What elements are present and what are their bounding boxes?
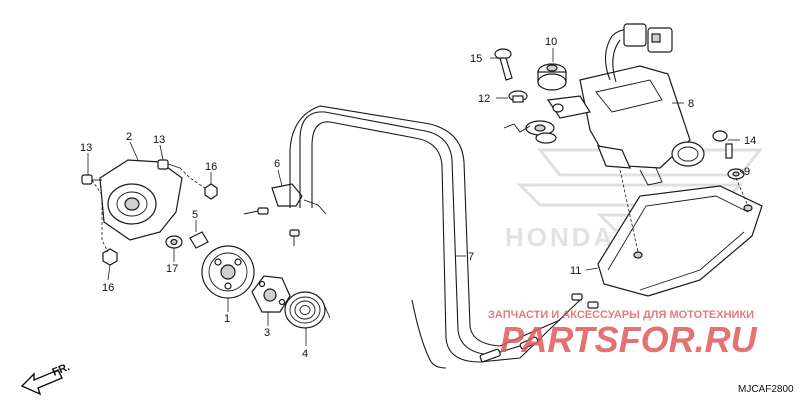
- callout-16a: 16: [102, 282, 114, 294]
- part-8-sensor-assembly[interactable]: [546, 23, 705, 186]
- watermark-caption: ЗАПЧАСТИ И АКСЕССУАРЫ ДЛЯ МОТОТЕХНИКИ: [488, 309, 754, 321]
- part-14-bolt[interactable]: [712, 130, 733, 159]
- callout-6: 6: [274, 158, 280, 170]
- leader-lines: [87, 48, 745, 346]
- part-3-cam-plate[interactable]: [251, 275, 291, 313]
- washer-stack[interactable]: [503, 120, 557, 144]
- callout-13b: 13: [153, 134, 165, 146]
- part-4-spring[interactable]: [284, 291, 331, 329]
- part-17-collar[interactable]: [165, 235, 183, 249]
- callout-13a: 13: [80, 142, 92, 154]
- callout-16b: 16: [205, 161, 217, 173]
- callout-1: 1: [224, 313, 230, 325]
- part-1-pulley[interactable]: [201, 245, 255, 299]
- callout-8: 8: [688, 98, 694, 110]
- part-12-collar[interactable]: [508, 90, 528, 103]
- part-15-bolt[interactable]: [494, 48, 513, 81]
- part-13-bolt-left[interactable]: [81, 174, 102, 185]
- part-9-washer[interactable]: [727, 168, 745, 180]
- part-7-throttle-cables[interactable]: [289, 105, 599, 369]
- callout-12: 12: [478, 93, 490, 105]
- callout-3: 3: [264, 327, 270, 339]
- watermark-brand: HONDA: [505, 222, 615, 252]
- callout-2: 2: [126, 131, 132, 143]
- callout-5: 5: [192, 209, 198, 221]
- callout-15: 15: [470, 53, 482, 65]
- front-direction-arrow-icon: [20, 369, 63, 396]
- part-6-cable-bracket[interactable]: [243, 183, 327, 246]
- callout-17: 17: [166, 263, 178, 275]
- part-16-nut-top[interactable]: [204, 183, 218, 200]
- callout-10: 10: [545, 36, 557, 48]
- callout-14: 14: [744, 135, 756, 147]
- part-13-bolt-right[interactable]: [157, 159, 181, 170]
- direction-label: FR.: [51, 361, 72, 379]
- callout-7: 7: [468, 251, 474, 263]
- callout-11: 11: [570, 265, 581, 277]
- callout-9: 9: [744, 166, 750, 178]
- part-10-grommet[interactable]: [537, 63, 567, 91]
- watermark-site: PARTSFOR.RU: [500, 319, 758, 360]
- part-2-cover-plate[interactable]: [99, 159, 183, 241]
- callout-4: 4: [302, 348, 308, 360]
- diagram-code: MJCAF2800: [738, 384, 794, 395]
- part-5-clip[interactable]: [189, 231, 209, 249]
- part-11-cover[interactable]: [597, 169, 763, 297]
- part-16-nut-bottom[interactable]: [102, 248, 118, 266]
